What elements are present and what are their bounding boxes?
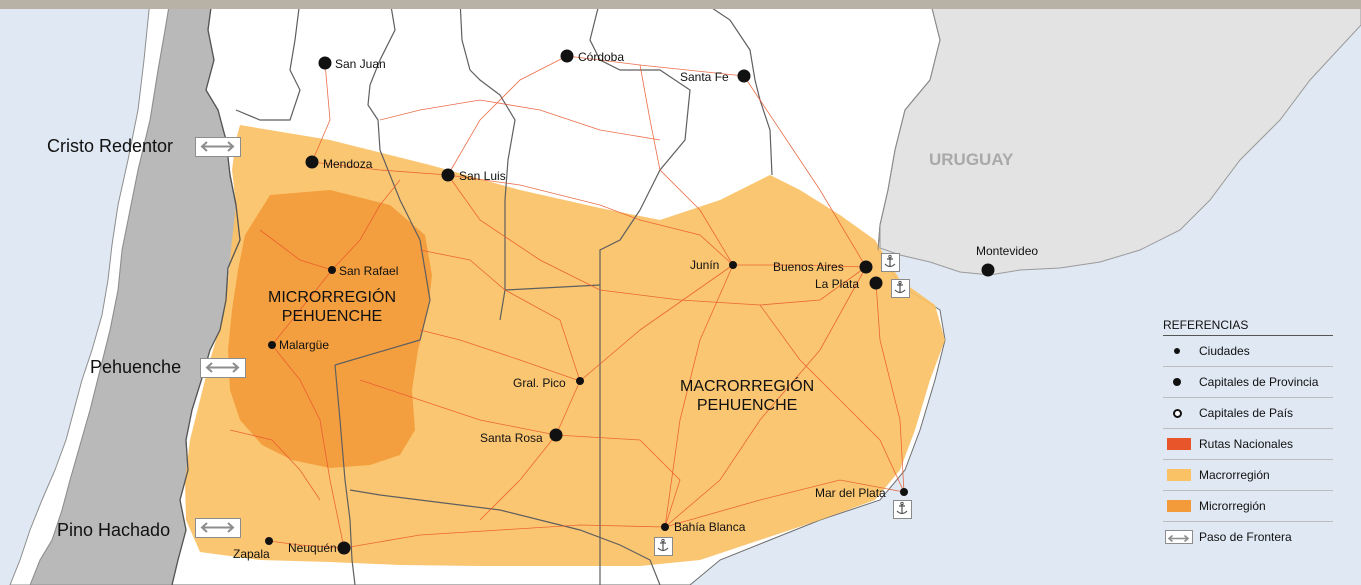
city-label-gral-pico: Gral. Pico <box>513 376 566 390</box>
macro-region-label-line1: MACRORREGIÓN <box>680 378 815 395</box>
city-marker <box>265 537 273 545</box>
port-anchor-icon <box>891 279 910 298</box>
port-anchor-icon <box>654 537 673 556</box>
chile-coast <box>9 0 171 585</box>
city-marker <box>737 69 751 83</box>
city-label-san-rafael: San Rafael <box>339 264 399 278</box>
province-borders <box>229 0 773 585</box>
city-label-buenos-aires: Buenos Aires <box>773 260 844 274</box>
city-label-junin: Junín <box>690 258 720 272</box>
city-label-san-luis: San Luis <box>459 169 506 183</box>
macro-region-label: MACRORREGIÓN PEHUENCHE <box>680 377 814 415</box>
micro-region-label-line2: PEHUENCHE <box>281 308 383 325</box>
city-label-la-plata: La Plata <box>815 277 860 291</box>
city-marker <box>560 49 574 63</box>
city-marker <box>441 168 455 182</box>
border-pass-arrow-icon <box>195 518 241 538</box>
micro-swatch-icon <box>1163 491 1199 521</box>
border-pass-arrow-icon <box>200 358 246 378</box>
macro-swatch-icon <box>1163 460 1199 490</box>
border-pass-arrow-icon <box>1163 522 1199 552</box>
legend-item-label: Capitales de Provincia <box>1199 375 1319 389</box>
pass-label-pehuenche: Pehuenche <box>90 357 182 377</box>
city-label-san-juan: San Juan <box>335 57 386 71</box>
open-circle-icon <box>1163 398 1199 428</box>
legend-item-label: Macrorregión <box>1199 468 1270 482</box>
pass-label-pino-hachado: Pino Hachado <box>57 520 171 540</box>
city-markers <box>265 49 995 555</box>
city-marker <box>729 261 737 269</box>
city-label-zapala: Zapala <box>233 547 270 561</box>
city-marker <box>869 276 883 290</box>
micro-region-label-line1: MICRORREGIÓN <box>268 289 396 306</box>
top-bar <box>0 0 1361 9</box>
port-anchor-icon <box>881 253 900 272</box>
legend-item-microregion: Microrregión <box>1163 491 1333 522</box>
city-label-malargue: Malargüe <box>279 338 330 352</box>
legend-item-country-capitals: Capitales de País <box>1163 398 1333 429</box>
legend-item-national-routes: Rutas Nacionales <box>1163 429 1333 460</box>
border-pass-arrow-icon <box>195 137 241 157</box>
city-label-bahia-blanca: Bahía Blanca <box>674 520 746 534</box>
legend-item-label: Rutas Nacionales <box>1199 437 1294 451</box>
city-label-santa-rosa: Santa Rosa <box>480 431 543 445</box>
macro-region-label-line2: PEHUENCHE <box>696 397 798 414</box>
city-label-mar-del-plata: Mar del Plata <box>815 486 886 500</box>
city-marker <box>900 488 908 496</box>
legend-item-label: Paso de Frontera <box>1199 530 1292 544</box>
legend-item-cities: Ciudades <box>1163 336 1333 367</box>
legend-item-label: Capitales de País <box>1199 406 1294 420</box>
pass-label-cristo-redentor: Cristo Redentor <box>47 136 174 156</box>
uruguay-border <box>877 0 941 251</box>
city-marker <box>268 341 276 349</box>
city-label-santa-fe: Santa Fe <box>680 70 729 84</box>
port-anchor-icon <box>893 500 912 519</box>
city-marker <box>661 523 669 531</box>
chile-argentina-border <box>171 0 241 585</box>
city-marker <box>305 155 319 169</box>
legend-item-border-pass: Paso de Frontera <box>1163 522 1333 552</box>
city-marker <box>318 56 332 70</box>
legend-title: REFERENCIAS <box>1163 318 1333 336</box>
micro-region-area <box>228 190 432 468</box>
capital-dot-icon <box>1163 367 1199 397</box>
legend-item-label: Microrregión <box>1199 499 1266 513</box>
legend-item-label: Ciudades <box>1199 344 1250 358</box>
legend-item-macroregion: Macrorregión <box>1163 460 1333 491</box>
city-marker <box>337 541 351 555</box>
routes-swatch-icon <box>1163 429 1199 459</box>
city-marker <box>576 377 584 385</box>
city-label-montevideo: Montevideo <box>976 244 1039 258</box>
map-legend: REFERENCIAS Ciudades Capitales de Provin… <box>1163 318 1333 552</box>
city-dot-icon <box>1163 336 1199 366</box>
city-marker <box>859 260 873 274</box>
city-marker <box>981 263 995 277</box>
city-marker <box>549 428 563 442</box>
legend-item-provincial-capitals: Capitales de Provincia <box>1163 367 1333 398</box>
country-label-uruguay: URUGUAY <box>929 150 1014 169</box>
city-label-neuquen: Neuquén <box>288 541 337 555</box>
city-marker <box>328 266 336 274</box>
micro-region-label: MICRORREGIÓN PEHUENCHE <box>268 288 396 326</box>
national-routes <box>229 55 905 549</box>
city-label-cordoba: Córdoba <box>578 50 625 64</box>
city-label-mendoza: Mendoza <box>323 157 373 171</box>
